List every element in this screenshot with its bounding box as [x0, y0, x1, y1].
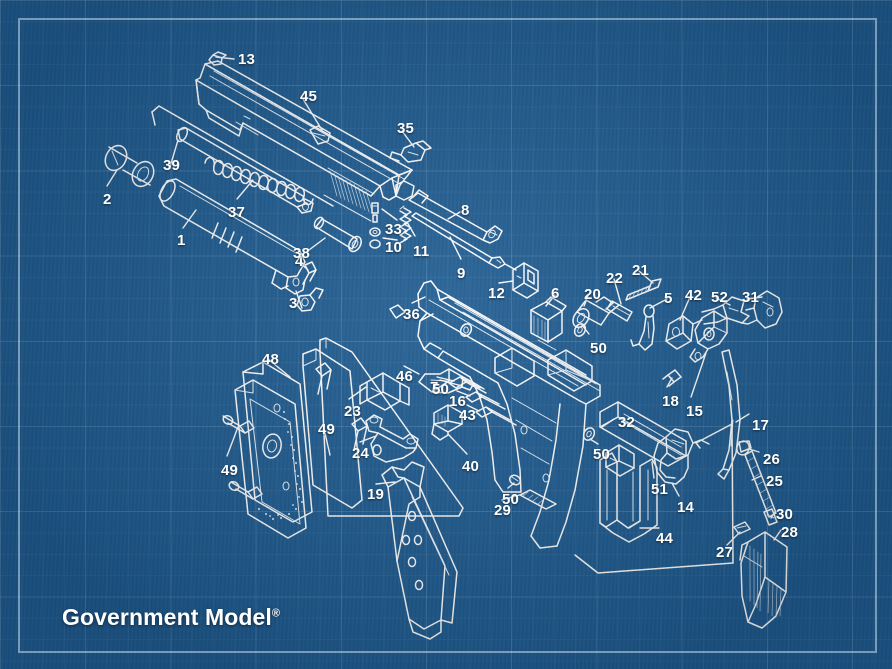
- callout-magazine-assembly-19: 19: [367, 486, 385, 503]
- callout-plunger-22: 22: [606, 270, 624, 287]
- callout-hammer-pin-16: 16: [449, 393, 467, 410]
- part-grip-panels: [222, 338, 463, 538]
- callout-hammer-15: 15: [686, 403, 704, 420]
- callout-magazine-follower-51: 51: [651, 481, 669, 498]
- callout-grip-screw-49: 49: [221, 462, 239, 479]
- part-barrel-link: [297, 288, 323, 311]
- callout-plunger-spring-21: 21: [632, 262, 650, 279]
- part-mainspring-cap: [735, 439, 752, 457]
- callout-firing-pin-stop-pin-33: 33: [385, 221, 403, 238]
- callout-barrel-1: 1: [177, 232, 186, 249]
- callout-recoil-spring-guide-39: 39: [163, 157, 181, 174]
- callout-plunger-tube-20: 20: [584, 286, 602, 303]
- callout-recoil-spring-37: 37: [228, 204, 246, 221]
- part-barrel-bushing: [101, 142, 158, 190]
- callout-mainspring-cap-26: 26: [763, 451, 781, 468]
- callout-magazine-catch-spring-24: 24: [352, 445, 370, 462]
- callout-barrel-bushing-2: 2: [103, 191, 112, 208]
- callout-mainspring-housing-28: 28: [781, 524, 799, 541]
- callout-ejector-pin-7: 7: [430, 379, 439, 396]
- callout-rear-sight-35: 35: [397, 120, 415, 137]
- callout-hammer-strut-18: 18: [662, 393, 680, 410]
- callout-barrel-link-pin-4: 4: [295, 253, 304, 270]
- part-mainspring: [745, 451, 776, 517]
- callout-mainspring-25: 25: [766, 473, 784, 490]
- callout-mainspring-housing-pin-27: 27: [716, 544, 734, 561]
- part-rear-sight: [390, 141, 431, 162]
- title-text: Government Model: [62, 604, 272, 630]
- part-front-sight: [209, 52, 226, 65]
- part-disconnector: [631, 305, 654, 350]
- part-sear-spring: [718, 350, 740, 479]
- drawing-title: Government Model®: [62, 604, 280, 631]
- part-magazine-spring: [600, 453, 657, 542]
- part-recoil-spring-plug: [313, 216, 364, 254]
- part-firing-pin-stop: [513, 263, 538, 298]
- callout-front-sight-13: 13: [238, 51, 256, 68]
- part-plunger: [607, 301, 632, 321]
- callout-recoil-spring-plug-38: 38: [293, 245, 311, 262]
- callout-sear-pin-43: 43: [459, 407, 477, 424]
- part-mainspring-retainer: [764, 509, 777, 525]
- callout-stock-grip-panel-48: 48: [262, 351, 280, 368]
- part-ejector: [531, 297, 566, 342]
- part-extractor: [409, 190, 502, 243]
- callout-magazine-catch-lock-40: 40: [462, 458, 480, 475]
- callout-receiver-frame-36: 36: [403, 306, 421, 323]
- part-barrel: [157, 178, 305, 294]
- part-magazine-catch: [360, 373, 409, 410]
- callout-magazine-spring-44: 44: [656, 530, 674, 547]
- callout-slide-stop-46: 46: [396, 368, 414, 385]
- callout-trigger-bow-32: 32: [618, 414, 636, 431]
- part-magazine-catch-spring: [366, 415, 418, 462]
- part-recoil-spring: [205, 158, 313, 205]
- callout-thumb-safety-52: 52: [711, 289, 729, 306]
- callout-firing-pin-stop-12: 12: [488, 285, 506, 302]
- callout-firing-pin-9: 9: [457, 265, 466, 282]
- part-firing-pin: [412, 213, 516, 270]
- part-hammer-strut: [663, 370, 681, 386]
- callout-sear-spring-17: 17: [752, 417, 770, 434]
- part-barrel-link-pin: [303, 262, 316, 284]
- part-magazine-follower: [606, 445, 634, 476]
- part-firing-pin-retainer: [370, 228, 380, 248]
- callout-pin-50: 50: [590, 340, 608, 357]
- part-magazine-assembly: [382, 462, 457, 639]
- callout-pin-50: 50: [432, 381, 450, 398]
- part-grip-safety: [742, 291, 782, 328]
- callout-mainspring-cap-pin-29: 29: [494, 502, 512, 519]
- part-thumb-safety: [702, 297, 749, 324]
- callout-pin-50: 50: [593, 446, 611, 463]
- callout-slide-45: 45: [300, 88, 318, 105]
- callout-firing-pin-spring-11: 11: [413, 243, 430, 260]
- callout-mainspring-retainer-30: 30: [776, 506, 794, 523]
- callout-extractor-8: 8: [461, 202, 470, 219]
- part-slide: [196, 61, 414, 221]
- callout-barrel-link-3: 3: [289, 295, 298, 312]
- part-mainspring-housing: [740, 532, 787, 628]
- part-firing-pin-stop-pin: [372, 203, 378, 222]
- callout-pin-50: 50: [502, 491, 520, 508]
- part-plunger-spring: [626, 279, 661, 300]
- part-magazine-catch-lock: [432, 405, 462, 440]
- callout-grip-safety-31: 31: [742, 289, 760, 306]
- callout-trigger-14: 14: [677, 499, 695, 516]
- callout-firing-pin-retainer-10: 10: [385, 239, 403, 256]
- part-grip-screws: [222, 363, 367, 499]
- part-trigger: [654, 429, 709, 484]
- callout-ejector-6: 6: [551, 285, 560, 302]
- part-sear: [666, 316, 702, 349]
- callout-grip-screw-49: 49: [318, 421, 336, 438]
- callout-sear-42: 42: [685, 287, 703, 304]
- leader-lines: [107, 57, 781, 545]
- callout-magazine-catch-23: 23: [344, 403, 362, 420]
- part-mainspring-housing-pin: [734, 522, 750, 534]
- part-hammer: [690, 311, 727, 362]
- callout-disconnector-5: 5: [664, 290, 673, 307]
- registered-trademark-mark: ®: [271, 607, 281, 620]
- part-firing-pin-spring: [400, 206, 411, 243]
- part-recoil-spring-guide: [152, 106, 333, 213]
